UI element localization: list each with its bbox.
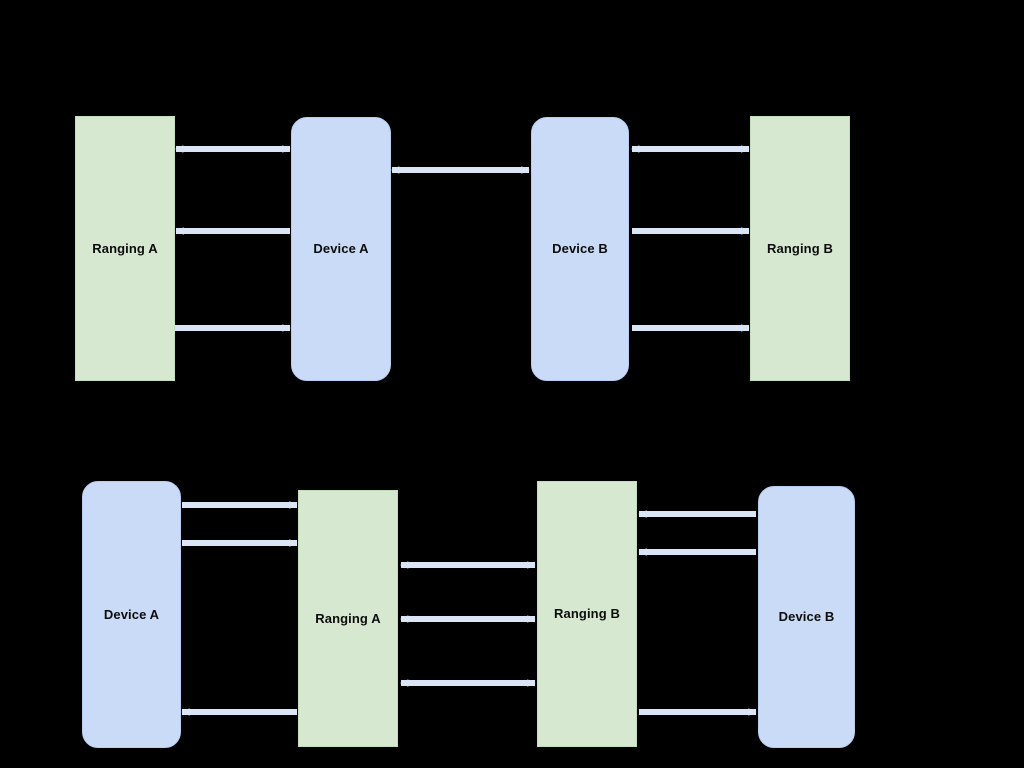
- node-top-device-a[interactable]: Device A: [291, 117, 391, 381]
- node-bot-ranging-a[interactable]: Ranging A: [298, 490, 398, 747]
- node-label-bot-ranging-b: Ranging B: [554, 606, 620, 622]
- node-label-bot-device-a: Device A: [103, 606, 160, 622]
- node-label-bot-device-b: Device B: [778, 609, 835, 625]
- node-label-top-device-a: Device A: [313, 241, 369, 257]
- node-top-ranging-a[interactable]: Ranging A: [75, 116, 175, 381]
- node-bot-device-a[interactable]: Device A: [82, 481, 181, 748]
- node-bot-device-b[interactable]: Device B: [758, 486, 855, 748]
- node-label-top-ranging-b: Ranging B: [767, 240, 833, 256]
- node-label-top-ranging-a: Ranging A: [92, 240, 158, 256]
- node-label-bot-ranging-a: Ranging A: [315, 610, 381, 626]
- node-label-top-device-b: Device B: [552, 241, 608, 257]
- node-bot-ranging-b[interactable]: Ranging B: [537, 481, 637, 747]
- node-top-device-b[interactable]: Device B: [531, 117, 629, 381]
- node-top-ranging-b[interactable]: Ranging B: [750, 116, 850, 381]
